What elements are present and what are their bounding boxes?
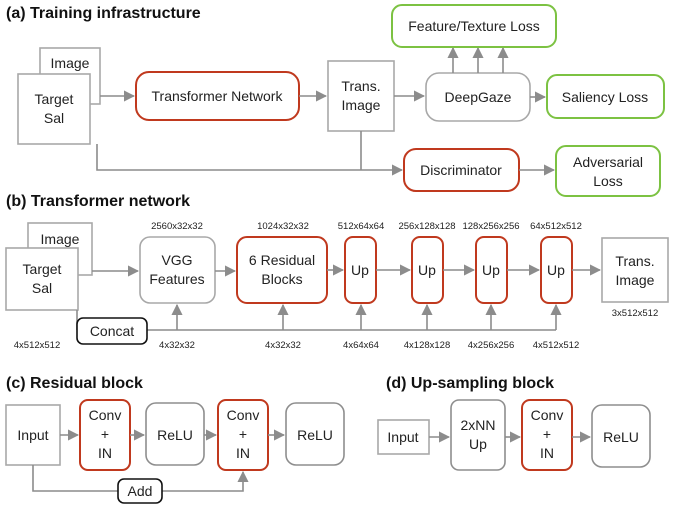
c-plus-label-2: + — [239, 426, 247, 442]
b-up-block-4: Up — [540, 236, 573, 304]
b-bottom-dim-input: 4x512x512 — [14, 340, 60, 351]
c-input-label: Input — [17, 427, 48, 443]
a-target-label: Target — [35, 91, 74, 107]
c-conv-in-box-1: Conv + IN — [79, 399, 131, 471]
d-up-label: Up — [469, 436, 487, 452]
b-dim-up4: 64x512x512 — [530, 221, 582, 232]
d-nn-up-box: 2xNN Up — [450, 399, 506, 471]
c-conv-label-2: Conv — [227, 407, 260, 423]
section-a-title: (a) Training infrastructure — [6, 5, 201, 22]
d-conv-in-box: Conv + IN — [521, 399, 573, 471]
d-input-box: Input — [377, 419, 430, 455]
c-add-box: Add — [117, 478, 163, 504]
a-image-label-2: Image — [342, 97, 381, 113]
b-up-label-2: Up — [418, 262, 436, 278]
b-bottom-dim-vgg: 4x32x32 — [159, 340, 195, 351]
a-adversarial-loss-box: Adversarial Loss — [555, 145, 661, 197]
b-target-sal-box: Target Sal — [5, 247, 79, 311]
c-conv-label-1: Conv — [89, 407, 122, 423]
d-in-label: IN — [540, 445, 554, 461]
a-deepgaze-box: DeepGaze — [425, 72, 531, 122]
c-relu-box-1: ReLU — [145, 402, 205, 466]
a-deepgaze-label: DeepGaze — [445, 89, 512, 105]
a-loss-label: Loss — [593, 173, 623, 189]
b-features-label: Features — [149, 271, 204, 287]
a-discriminator-box: Discriminator — [403, 148, 520, 192]
b-bottom-dim-up2: 4x128x128 — [404, 340, 450, 351]
b-dim-residual: 1024x32x32 — [257, 221, 309, 232]
b-trans-label: Trans. — [615, 253, 654, 269]
b-dim-up1: 512x64x64 — [338, 221, 384, 232]
d-plus-label: + — [543, 426, 551, 442]
d-2xnn-label: 2xNN — [460, 417, 495, 433]
c-plus-label-1: + — [101, 426, 109, 442]
a-target-sal-box: Target Sal — [17, 73, 91, 145]
d-input-label: Input — [387, 429, 418, 445]
a-trans-image-box: Trans. Image — [327, 60, 395, 132]
b-up-block-2: Up — [411, 236, 444, 304]
c-relu-label-1: ReLU — [157, 427, 193, 443]
b-bottom-dim-up3: 4x256x256 — [468, 340, 514, 351]
a-saliency-loss-label: Saliency Loss — [562, 89, 648, 105]
b-dim-up2: 256x128x128 — [398, 221, 455, 232]
b-concat-label: Concat — [90, 323, 134, 339]
a-discriminator-label: Discriminator — [420, 162, 502, 178]
b-bottom-dim-up4: 4x512x512 — [533, 340, 579, 351]
b-bottom-dim-residual: 4x32x32 — [265, 340, 301, 351]
d-conv-label: Conv — [531, 407, 564, 423]
b-bottom-dim-up1: 4x64x64 — [343, 340, 379, 351]
a-trans-label: Trans. — [341, 78, 380, 94]
b-up-label-1: Up — [351, 262, 369, 278]
a-image-label: Image — [51, 55, 90, 71]
c-in-label-1: IN — [98, 445, 112, 461]
a-saliency-loss-box: Saliency Loss — [546, 74, 665, 119]
d-relu-label: ReLU — [603, 429, 639, 445]
b-residual-label-1: 6 Residual — [249, 252, 315, 268]
b-dim-up3: 128x256x256 — [462, 221, 519, 232]
a-adversarial-label: Adversarial — [573, 154, 643, 170]
b-target-label: Target — [23, 261, 62, 277]
a-transformer-network-box: Transformer Network — [135, 71, 300, 121]
section-b-title: (b) Transformer network — [6, 193, 190, 210]
b-up-label-4: Up — [547, 262, 565, 278]
b-up-label-3: Up — [482, 262, 500, 278]
b-output-dim: 3x512x512 — [612, 308, 658, 319]
c-relu-box-2: ReLU — [285, 402, 345, 466]
section-d-title: (d) Up-sampling block — [386, 375, 554, 392]
c-conv-in-box-2: Conv + IN — [217, 399, 269, 471]
b-vgg-features-box: VGG Features — [139, 236, 216, 304]
b-sal-label: Sal — [32, 280, 52, 296]
d-relu-box: ReLU — [591, 404, 651, 468]
b-trans-image-label: Image — [616, 272, 655, 288]
b-up-block-3: Up — [475, 236, 508, 304]
a-feature-loss-label: Feature/Texture Loss — [408, 18, 540, 34]
b-vgg-label: VGG — [161, 252, 192, 268]
c-input-box: Input — [5, 404, 61, 466]
b-trans-image-box: Trans. Image — [601, 237, 669, 303]
a-feature-texture-loss-box: Feature/Texture Loss — [391, 4, 557, 48]
b-up-block-1: Up — [344, 236, 377, 304]
a-transformer-label: Transformer Network — [152, 88, 284, 104]
c-add-label: Add — [128, 483, 153, 499]
b-residual-label-2: Blocks — [261, 271, 302, 287]
b-dim-vgg: 2560x32x32 — [151, 221, 203, 232]
b-image-label: Image — [41, 231, 80, 247]
b-residual-blocks-box: 6 Residual Blocks — [236, 236, 328, 304]
a-sal-label: Sal — [44, 110, 64, 126]
b-concat-box: Concat — [76, 317, 148, 345]
section-c-title: (c) Residual block — [6, 375, 143, 392]
c-relu-label-2: ReLU — [297, 427, 333, 443]
c-in-label-2: IN — [236, 445, 250, 461]
